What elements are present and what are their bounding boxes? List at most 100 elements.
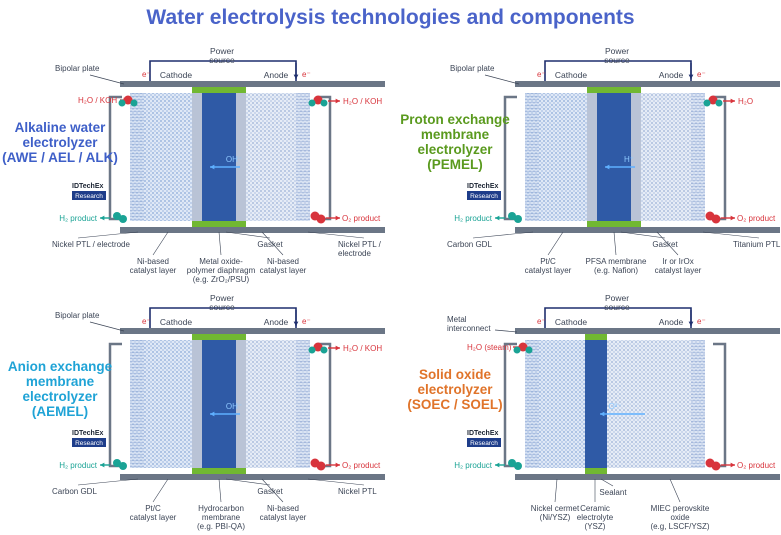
component-label-5-line-1: electrode [338,249,371,258]
water-right-o [313,342,323,352]
bracket-right [318,95,332,221]
ion-arrow-head [210,411,215,417]
component-label-0-line-0: Carbon GDL [447,240,492,249]
h2-molecule-a [508,212,516,220]
badge-research: Research [75,440,103,447]
technology-name-line-0: Solid oxide [419,367,492,382]
ion-label: OH⁻ [226,155,242,164]
water-left-o [518,342,528,352]
h2-molecule-b [514,462,522,470]
component-label-1-line-1: electrolyte [577,513,614,522]
o2-arrow-head [730,215,735,221]
electron-label-left: e⁻ [142,70,151,79]
badge-research: Research [470,440,498,447]
h2-arrow-head [495,462,500,468]
plate-label: Bipolar plate [55,311,100,320]
ion-arrow-head [210,164,215,170]
power-arrow [688,310,694,326]
input-right-label: H₂O / KOH [343,97,382,106]
badge-company: IDTechEx [467,430,498,437]
bracket-left [503,342,517,468]
leader-4 [261,478,284,503]
plate-label: Bipolar plate [55,64,100,73]
h2-molecule-a [113,212,121,220]
water-left [118,95,138,107]
technology-name-line-3: (PEMEL) [427,157,483,172]
h2-molecule-a [113,459,121,467]
cathode-label: Cathode [160,70,192,80]
plate-label: Bipolar plate [450,64,495,73]
o2-arrow [326,462,340,468]
cell-layer-2 [597,93,631,221]
ion-arrow [210,411,240,417]
technology-name-line-1: membrane [26,374,95,389]
cell-layer-1 [587,93,597,221]
cell-layer-1 [585,340,607,468]
power-source-label-line-1: source [604,55,630,65]
water-right-h2 [320,99,328,107]
power-arrow-head [293,74,299,79]
h2-arrow [100,462,110,468]
water-right-h1 [308,346,316,354]
badge-box [72,438,106,447]
o2-label: O₂ product [342,214,381,223]
leader-4 [261,231,284,256]
bracket-right [318,342,332,468]
leader-0 [554,478,558,503]
water-left-o [123,95,133,105]
leader-5 [702,231,760,239]
anode-label: Anode [264,317,289,327]
component-label-5-line-0: Nickel PTL [338,487,377,496]
ion-label: O²⁻ [608,402,621,411]
power-arrow [293,63,299,79]
h2-molecule-b [119,462,127,470]
component-label-2-line-2: (e.g. PBI-QA) [197,522,245,531]
h2-molecule [113,212,127,223]
cell-layer-3 [236,340,246,468]
power-source-label-line-0: Power [210,46,234,56]
h2-label: H₂ product [59,214,98,223]
leader-3 [225,478,271,486]
component-label-2-line-0: PFSA membrane [586,257,647,266]
badge-box [467,191,501,200]
gasket-top [585,334,607,340]
water-right-o [708,95,718,105]
o2-label: O₂ product [342,461,381,470]
power-source-label-line-0: Power [605,293,629,303]
o2-arrow [721,462,735,468]
component-label-4-line-0: Ni-based [267,504,299,513]
cathode-label: Cathode [555,70,587,80]
power-source-label-line-1: source [209,302,235,312]
plate-top [120,81,385,87]
electron-label-left: e⁻ [537,70,546,79]
power-arrow-head [293,321,299,326]
leader-2 [613,231,617,256]
cathode-label: Cathode [160,317,192,327]
ion-arrow [210,164,240,170]
plate-leader [89,321,125,332]
leader-0 [472,231,534,239]
component-label-0-line-0: Nickel cermet [531,504,580,513]
water-right-h1 [308,99,316,107]
water-left-h1 [513,346,521,354]
o2-arrow-head [335,215,340,221]
badge-research: Research [75,193,103,200]
cell-ptl-left [525,93,539,221]
component-label-3-line-0: Gasket [652,240,678,249]
technology-name-line-1: electrolyzer [22,135,98,150]
plate-top [515,328,780,334]
technology-name-line-0: Alkaline water [15,120,107,135]
electron-label-right: e⁻ [302,317,311,326]
component-label-3-line-2: (e.g, LSCF/YSZ) [650,522,709,531]
input-left-label: H₂O (steam) [467,343,512,352]
plate-leader [484,74,520,85]
ion-arrow-head [600,411,605,417]
ion-label: OH⁻ [226,402,242,411]
water-left-h2 [130,99,138,107]
component-label-2-line-2: (e.g. ZrO₂/PSU) [193,275,250,284]
power-arrow [688,63,694,79]
cell-ptl-left [525,340,539,468]
gasket-top [192,334,246,340]
gasket-bottom [585,468,607,474]
